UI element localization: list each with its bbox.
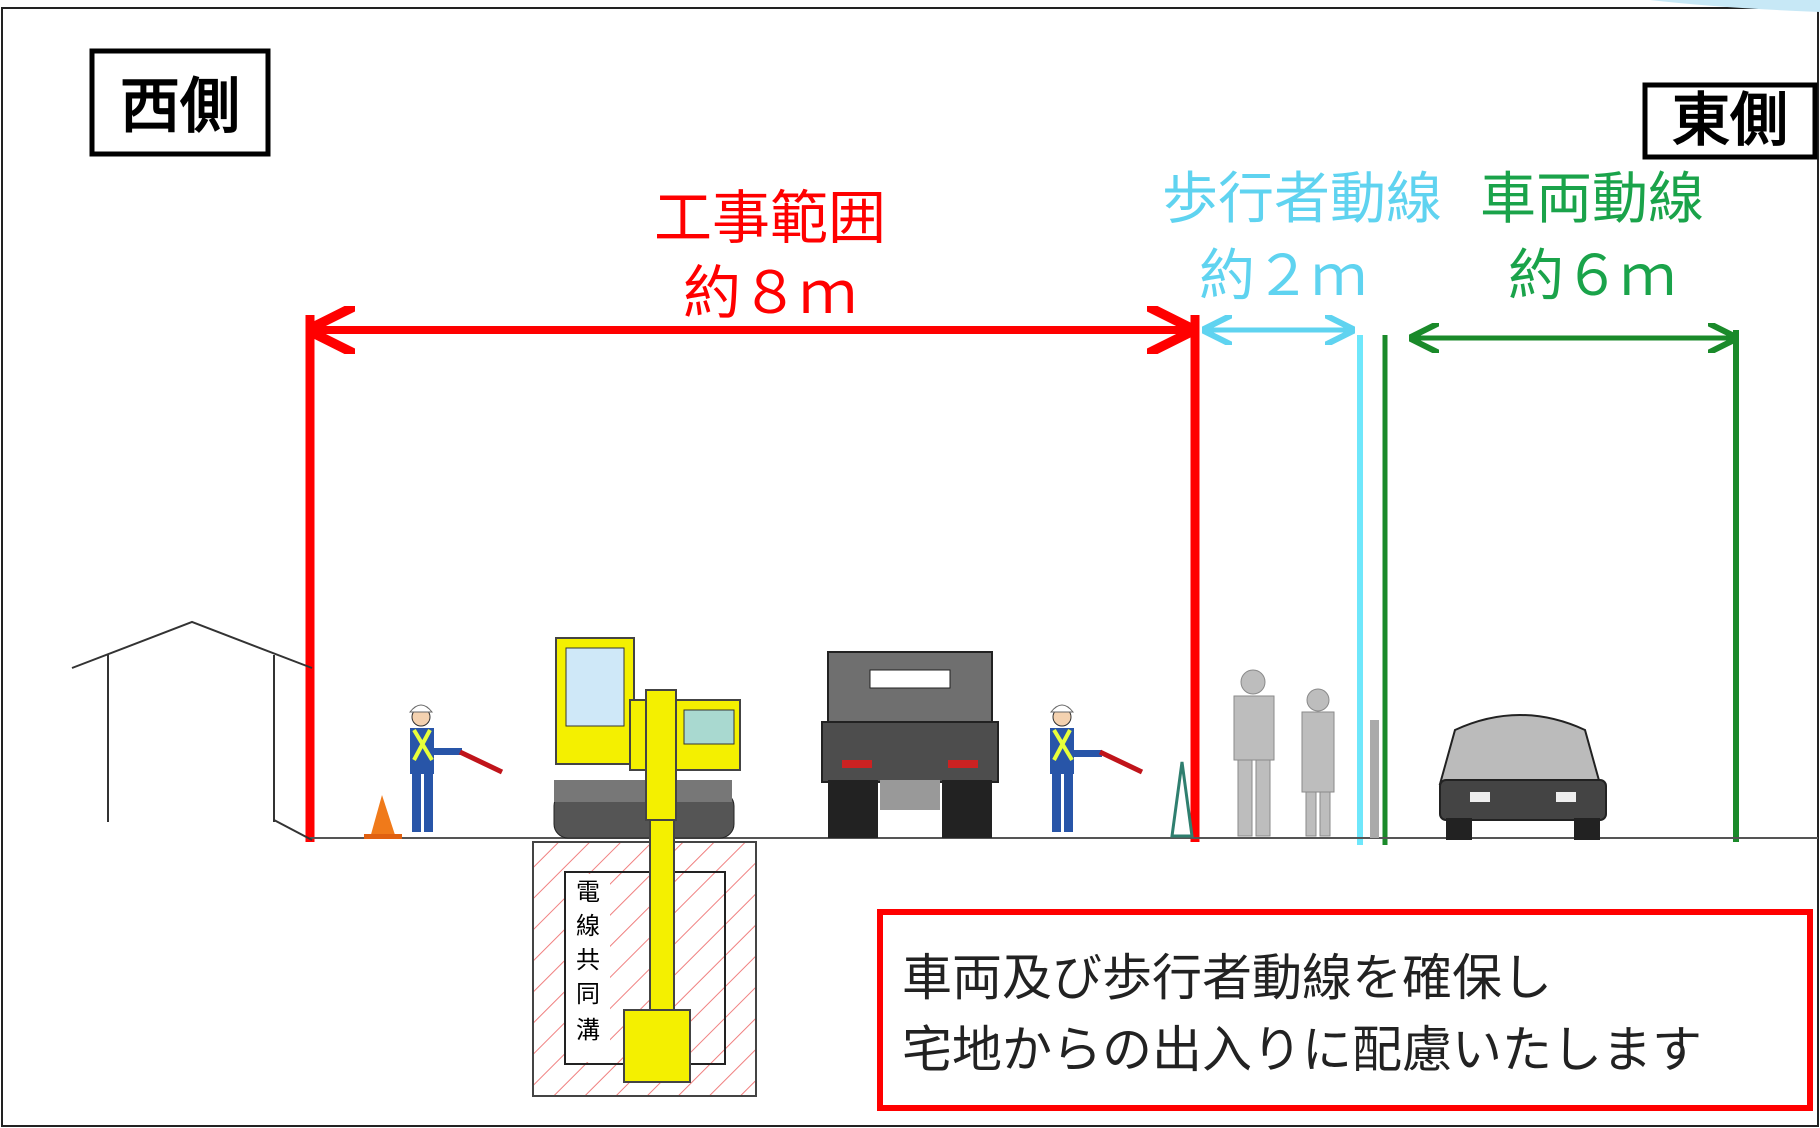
construction-width: 約８ｍ — [683, 259, 857, 327]
east-label: 東側 — [1672, 86, 1788, 154]
outer-frame — [1, 7, 1819, 1127]
vehicle-width: 約６ｍ — [1508, 244, 1676, 309]
pedestrian-title: 歩行者動線 — [1162, 167, 1442, 232]
car-icon — [1438, 714, 1607, 840]
house-icon — [71, 620, 313, 841]
traffic-cone-icon — [364, 795, 402, 839]
vehicle-title: 車両動線 — [1480, 167, 1704, 232]
east-label-box: 東側 — [1642, 82, 1818, 160]
warning-triangle-icon — [1170, 761, 1194, 838]
west-label-box: 西側 — [89, 48, 271, 157]
construction-title: 工事範囲 — [654, 184, 886, 252]
trench-label-3: 共 — [576, 946, 600, 974]
excavator-icon — [553, 637, 741, 1083]
notice-line-2: 宅地からの出入りに配慮いたします — [902, 1021, 1702, 1079]
curb-post — [1370, 720, 1379, 838]
trench-label-1: 電 — [576, 878, 600, 906]
corner-decoration — [1650, 0, 1820, 12]
trench-label-5: 溝 — [576, 1016, 600, 1044]
trench-label-4: 同 — [576, 980, 600, 1008]
flagman-icon — [1049, 704, 1144, 832]
notice-box: 車両及び歩行者動線を確保し 宅地からの出入りに配慮いたします — [877, 909, 1813, 1111]
trench-label-2: 線 — [576, 912, 600, 940]
flagman-icon — [408, 704, 504, 832]
utility-trench: 電 線 共 同 溝 — [532, 841, 757, 1097]
pedestrians-icon — [1233, 669, 1335, 837]
pedestrian-width: 約２ｍ — [1199, 244, 1367, 309]
notice-line-1: 車両及び歩行者動線を確保し — [902, 949, 1552, 1007]
dump-truck-icon — [821, 651, 999, 838]
west-label: 西側 — [120, 72, 240, 142]
